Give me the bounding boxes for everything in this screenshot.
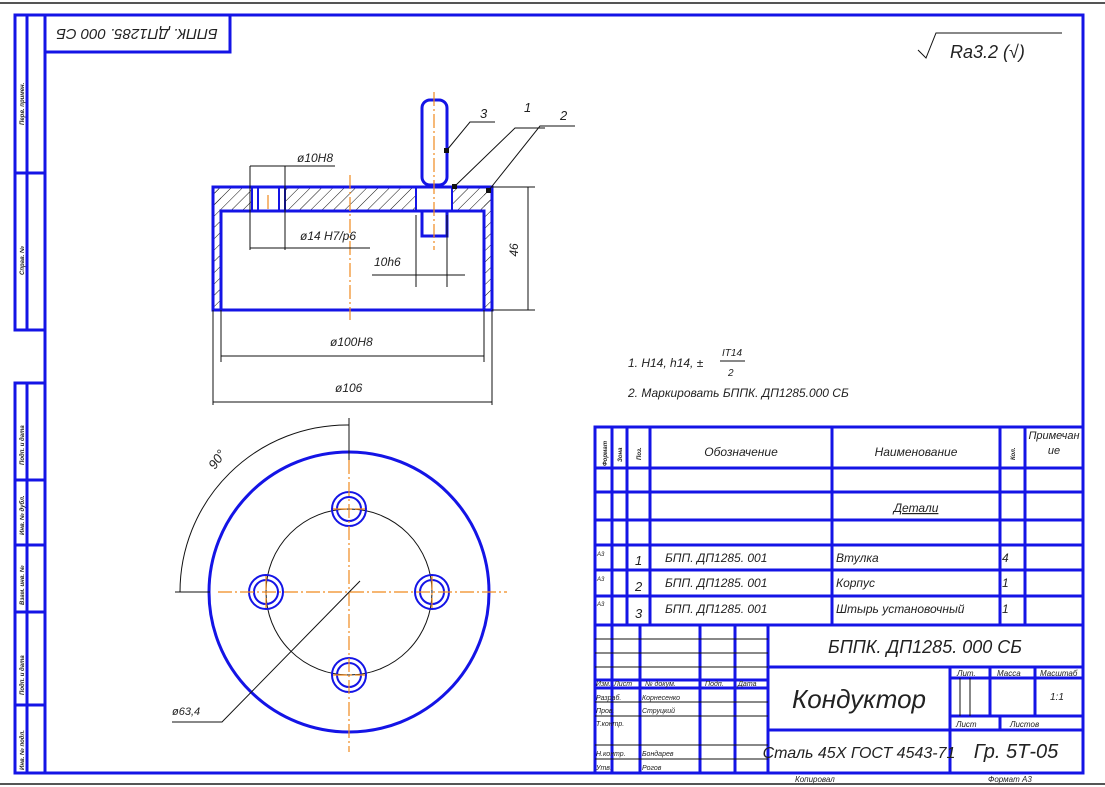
svg-text:1: 1 (1002, 576, 1009, 590)
svg-text:Дата: Дата (737, 681, 757, 688)
svg-text:1: 1 (1002, 602, 1009, 616)
callout-1: 1 (524, 100, 531, 115)
svg-text:Поз.: Поз. (637, 447, 643, 460)
svg-text:Формат: Формат (603, 440, 609, 466)
section-title: Детали (892, 501, 939, 515)
technical-notes: 1. H14, h14, ± IT14 2 2. Маркировать БПП… (627, 348, 849, 400)
table-row: A3 3 БПП. ДП1285. 001 Штырь установочный… (596, 602, 1009, 621)
dim-d63: ø63,4 (172, 706, 200, 718)
svg-text:Лист: Лист (955, 720, 977, 729)
scale-value: 1:1 (1050, 692, 1064, 703)
svg-text:Штырь установочный: Штырь установочный (836, 602, 965, 616)
svg-text:Лист: Лист (613, 681, 632, 688)
svg-text:1. H14, h14, ±: 1. H14, h14, ± (628, 356, 704, 370)
dim-height: 46 (507, 243, 521, 257)
svg-text:№ докум.: № докум. (645, 680, 676, 688)
svg-text:Зона: Зона (618, 447, 624, 462)
dim-d14: ø14 H7/p6 (300, 229, 356, 243)
callout-2: 2 (559, 108, 568, 123)
svg-text:БПП. ДП1285. 001: БПП. ДП1285. 001 (665, 602, 767, 616)
svg-text:2. Маркировать БППК. ДП1285.0: 2. Маркировать БППК. ДП1285.000 СБ (627, 386, 849, 400)
title-block: БППК. ДП1285. 000 СБ Кондуктор Сталь 45Х… (593, 623, 1085, 775)
svg-text:Корнесенко: Корнесенко (642, 695, 680, 702)
table-row: A3 2 БПП. ДП1285. 001 Корпус 1 (596, 576, 1009, 594)
dim-d10: ø10H8 (297, 151, 333, 165)
strip-label: Подп. и дата (20, 655, 26, 695)
svg-text:БПП. ДП1285. 001: БПП. ДП1285. 001 (665, 551, 767, 565)
dim-angle: 90° (205, 447, 229, 472)
dim-h10: 10h6 (374, 255, 401, 269)
strip-label: Справ. № (19, 246, 26, 275)
svg-text:Н.контр.: Н.контр. (596, 751, 626, 758)
group: Гр. 5Т-05 (974, 741, 1059, 763)
svg-text:Масса: Масса (997, 669, 1021, 678)
specification-table: Формат Зона Поз. Кол. Обозначение Наимен… (593, 425, 1085, 627)
strip-label: Подп. и дата (20, 425, 26, 465)
svg-text:Т.контр.: Т.контр. (596, 721, 624, 728)
footer-copied: Копировал (795, 775, 835, 784)
strip-label: Взам. инв. № (19, 565, 26, 605)
svg-text:1: 1 (635, 553, 642, 568)
svg-text:Разраб.: Разраб. (596, 694, 621, 702)
roughness-symbol: Ra3.2 (√) (917, 32, 1062, 62)
strip-label: Перв. примен. (20, 82, 26, 125)
rotated-stamp (43, 13, 232, 54)
svg-text:Рогов: Рогов (642, 765, 662, 772)
svg-text:Бондарев: Бондарев (642, 750, 674, 758)
section-view: ø10H8 ø14 H7/p6 10h6 46 ø100H8 ø106 3 1 … (211, 92, 575, 405)
svg-text:Кол.: Кол. (1011, 447, 1017, 460)
rotated-stamp-text: БППК. ДП1285. 000 СБ (56, 25, 218, 42)
header-designation: Обозначение (704, 445, 778, 459)
doc-designation: БППК. ДП1285. 000 СБ (828, 637, 1022, 657)
svg-text:Пров.: Пров. (596, 708, 615, 715)
doc-name: Кондуктор (792, 684, 926, 714)
svg-text:Утв.: Утв. (595, 765, 612, 772)
svg-text:Ra3.2 (√): Ra3.2 (√) (950, 42, 1025, 62)
header-name: Наименование (875, 445, 958, 459)
material: Сталь 45Х ГОСТ 4543-71 (763, 745, 956, 762)
svg-text:Струцкий: Струцкий (642, 707, 675, 715)
strip-label: Инв. № подл. (19, 730, 26, 770)
dim-d100: ø100H8 (330, 335, 373, 349)
svg-text:Изм.: Изм. (596, 681, 611, 688)
svg-text:БПП. ДП1285. 001: БПП. ДП1285. 001 (665, 576, 767, 590)
dim-d106: ø106 (335, 381, 363, 395)
svg-text:Масштаб: Масштаб (1040, 669, 1078, 678)
svg-text:Листов: Листов (1009, 720, 1039, 729)
strip-label: Инв. № дубл. (19, 495, 26, 535)
svg-text:A3: A3 (596, 552, 605, 558)
callout-3: 3 (480, 106, 488, 121)
svg-text:4: 4 (1002, 551, 1009, 565)
svg-text:Корпус: Корпус (836, 576, 875, 590)
svg-text:A3: A3 (596, 577, 605, 583)
svg-text:Лит.: Лит. (956, 669, 976, 678)
svg-text:3: 3 (635, 606, 643, 621)
svg-text:2: 2 (634, 579, 643, 594)
svg-text:Втулка: Втулка (836, 551, 879, 565)
svg-text:Подп.: Подп. (705, 680, 724, 688)
header-note: Примечание (1028, 430, 1080, 457)
svg-text:IT14: IT14 (722, 348, 742, 359)
svg-text:A3: A3 (596, 602, 605, 608)
svg-text:2: 2 (727, 368, 734, 379)
drawing-frame (43, 13, 1085, 775)
table-row: A3 1 БПП. ДП1285. 001 Втулка 4 (596, 551, 1009, 568)
footer-format: Формат A3 (988, 775, 1032, 784)
left-strip-bottom (13, 381, 47, 775)
plan-view: 90° ø63,4 (172, 418, 507, 752)
